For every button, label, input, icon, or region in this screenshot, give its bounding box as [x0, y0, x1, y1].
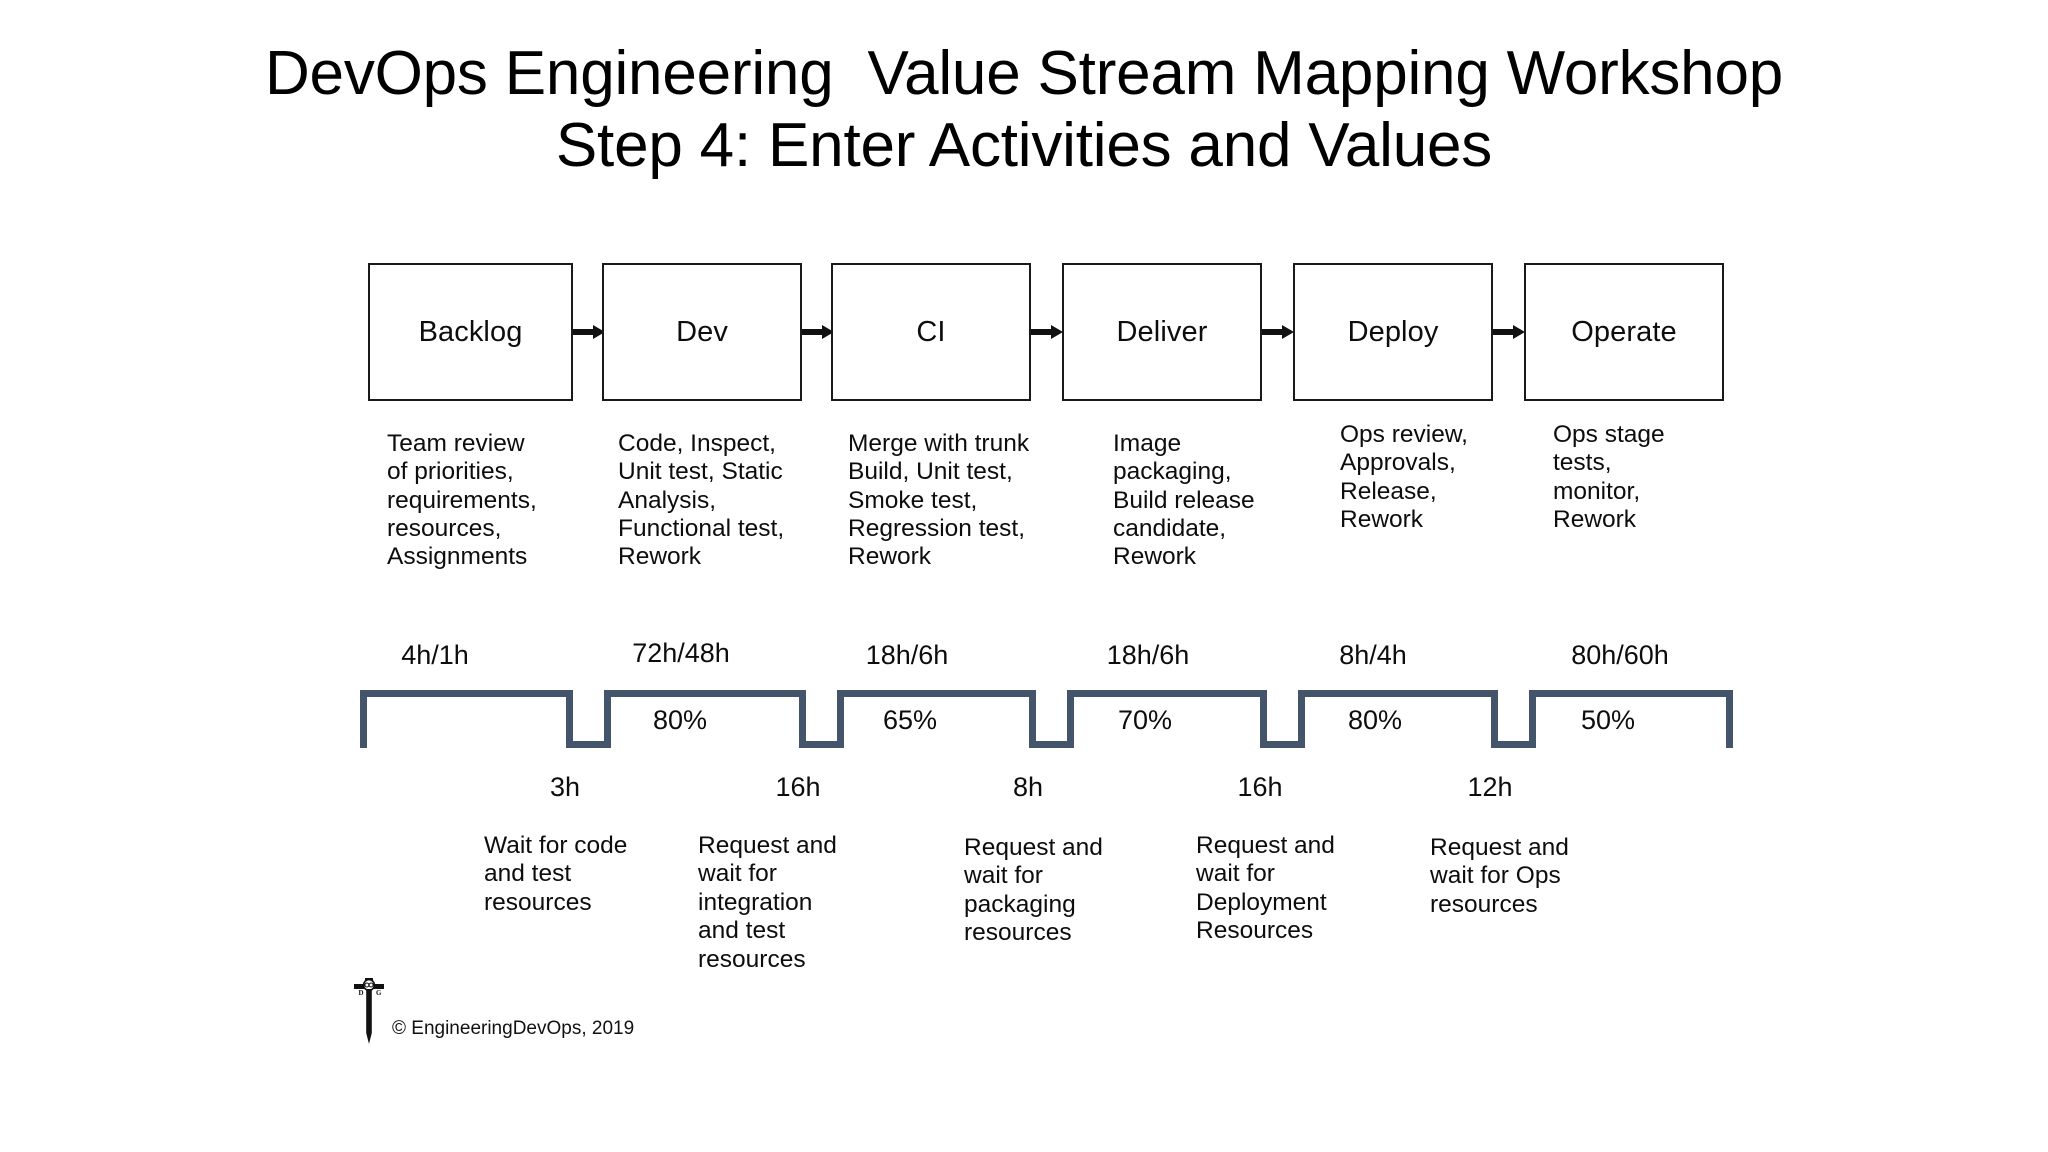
wait-description-2: Request and wait for integration and tes… [698, 832, 837, 973]
ladder-dip-3-floor [1029, 741, 1074, 748]
percent-complete-dev: 80% [652, 705, 708, 735]
ladder-dip-4-floor [1260, 741, 1305, 748]
process-box-operate[interactable]: Operate [1524, 263, 1724, 401]
process-box-label: CI [916, 315, 946, 348]
title-line-2: Step 4: Enter Activities and Values [555, 110, 1493, 180]
svg-text:G: G [376, 989, 382, 997]
percent-complete-ci: 65% [882, 705, 938, 735]
ladder-dip-2-right [837, 690, 844, 748]
activity-list-operate: Ops stage tests, monitor, Rework [1553, 421, 1665, 533]
process-box-dev[interactable]: Dev [602, 263, 802, 401]
wait-description-1: Wait for code and test resources [484, 832, 628, 916]
ladder-rail-ci [837, 690, 1036, 697]
ladder-rail-dev [604, 690, 806, 697]
process-time-operate: 80h/60h [1571, 640, 1669, 670]
flow-arrow-4 [1262, 325, 1294, 339]
ladder-left-end [360, 690, 367, 748]
ladder-dip-1-left [566, 690, 573, 748]
process-time-ci: 18h/6h [865, 640, 949, 670]
process-box-label: Dev [676, 315, 728, 348]
activity-list-ci: Merge with trunk Build, Unit test, Smoke… [848, 430, 1030, 571]
process-box-backlog[interactable]: Backlog [368, 263, 573, 401]
ladder-dip-2-floor [799, 741, 844, 748]
wait-time-5: 12h [1467, 772, 1513, 802]
percent-complete-deploy: 80% [1347, 705, 1403, 735]
process-box-ci[interactable]: CI [831, 263, 1031, 401]
wait-time-4: 16h [1237, 772, 1283, 802]
process-box-label: Backlog [418, 315, 523, 348]
process-time-dev: 72h/48h [632, 638, 730, 668]
svg-text:D: D [359, 989, 364, 997]
ladder-right-end [1726, 690, 1733, 748]
wait-time-2: 16h [775, 772, 821, 802]
ladder-dip-1-floor [566, 741, 611, 748]
ladder-dip-2-left [799, 690, 806, 748]
ladder-dip-5-left [1491, 690, 1498, 748]
ladder-dip-3-left [1029, 690, 1036, 748]
ladder-rail-deploy [1298, 690, 1498, 697]
process-box-deploy[interactable]: Deploy [1293, 263, 1493, 401]
activity-list-dev: Code, Inspect, Unit test, Static Analysi… [618, 430, 785, 571]
flow-arrow-5 [1493, 325, 1525, 339]
ladder-rail-deliver [1067, 690, 1267, 697]
process-box-row: Backlog Dev CI Deliver Deploy [368, 263, 1738, 403]
flow-arrow-2 [802, 325, 834, 339]
flow-arrow-3 [1031, 325, 1063, 339]
wait-description-3: Request and wait for packaging resources [964, 834, 1103, 947]
wait-description-5: Request and wait for Ops resources [1430, 834, 1569, 918]
wait-description-4: Request and wait for Deployment Resource… [1196, 832, 1335, 945]
ladder-dip-5-floor [1491, 741, 1536, 748]
process-box-deliver[interactable]: Deliver [1062, 263, 1262, 401]
sword-logo-icon: D G [354, 978, 384, 1044]
ladder-rail-operate [1529, 690, 1733, 697]
process-time-backlog: 4h/1h [401, 640, 469, 670]
ladder-rail-backlog [360, 690, 573, 697]
ladder-dip-1-right [604, 690, 611, 748]
process-time-deliver: 18h/6h [1106, 640, 1190, 670]
page-title: DevOps Engineering Value Stream Mapping … [0, 38, 2048, 182]
wait-time-3: 8h [1012, 772, 1044, 802]
ladder-dip-3-right [1067, 690, 1074, 748]
percent-complete-operate: 50% [1580, 705, 1636, 735]
flow-arrow-1 [573, 325, 605, 339]
footer: D G © EngineeringDevOps, 2019 [352, 978, 634, 1044]
ladder-dip-4-left [1260, 690, 1267, 748]
process-box-label: Deploy [1347, 315, 1439, 348]
activity-list-deliver: Image packaging, Build release candidate… [1113, 430, 1255, 571]
ladder-dip-4-right [1298, 690, 1305, 748]
process-box-label: Deliver [1116, 315, 1208, 348]
wait-time-1: 3h [549, 772, 581, 802]
percent-complete-deliver: 70% [1117, 705, 1173, 735]
title-line-1: DevOps Engineering Value Stream Mapping … [264, 39, 1784, 108]
copyright-text: © EngineeringDevOps, 2019 [392, 1018, 635, 1039]
process-time-deploy: 8h/4h [1339, 640, 1407, 670]
activity-list-backlog: Team review of priorities, requirements,… [387, 430, 537, 571]
timeline-ladder [360, 690, 1740, 770]
process-box-label: Operate [1571, 315, 1677, 348]
activity-list-deploy: Ops review, Approvals, Release, Rework [1340, 421, 1468, 533]
ladder-dip-5-right [1529, 690, 1536, 748]
